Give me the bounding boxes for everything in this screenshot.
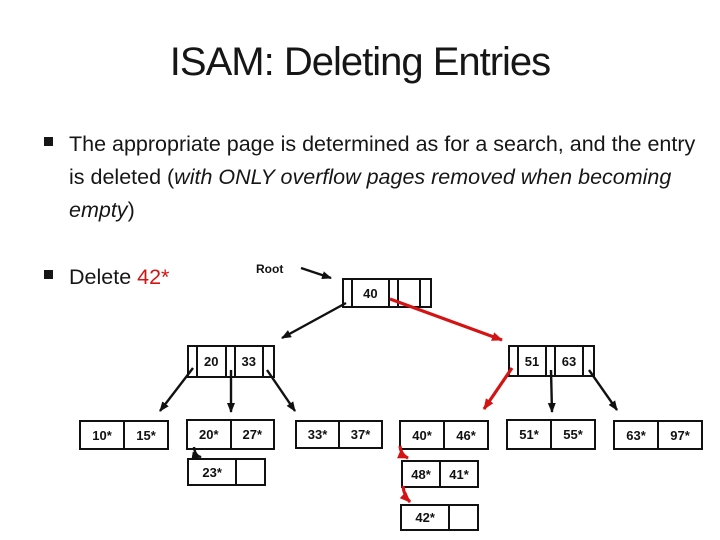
cell-41star: 41* — [449, 466, 469, 482]
leaf-33-37: 33* 37* — [295, 420, 383, 449]
root-node: 40 — [342, 278, 432, 308]
cell-15star: 15* — [136, 427, 156, 443]
cell-40: 40 — [353, 280, 390, 306]
pointer-cell — [390, 280, 399, 306]
bullet-1-text: The appropriate page is determined as fo… — [69, 132, 696, 189]
cell-10star: 10* — [81, 422, 125, 448]
cell-23star: 23* — [189, 460, 238, 484]
cell-33star: 33* — [297, 422, 340, 447]
cell-20: 20 — [198, 347, 227, 376]
empty-cell — [237, 460, 264, 484]
overflow-48-41: 48* 41* — [401, 460, 479, 488]
pointer-cell — [421, 280, 430, 306]
cell-63star: 63* — [615, 422, 659, 448]
overflow-42: 42* — [400, 504, 479, 531]
bullet-1-italic: with ONLY overflow pages removed when be… — [69, 165, 672, 222]
cell-42star: 42* — [402, 506, 451, 529]
cell-48star: 48* — [403, 462, 441, 486]
leaf-63-97: 63* 97* — [613, 420, 703, 450]
hook-ovf48-to-overflow-42 — [399, 485, 412, 504]
root-label: Root — [256, 262, 284, 276]
pointer-cell — [547, 347, 556, 375]
bullet-2-text: Delete — [69, 265, 138, 289]
root-label-arrow — [300, 266, 332, 280]
bullet-2: Delete 42* — [69, 261, 169, 294]
pointer-cell — [510, 347, 519, 375]
cell-40star: 40* — [401, 422, 445, 448]
bullet-1: The appropriate page is determined as fo… — [69, 128, 709, 227]
cell-63: 63 — [556, 347, 584, 375]
empty-cell — [399, 280, 421, 306]
cell-46star: 46* — [456, 427, 476, 443]
cell-33: 33 — [236, 347, 264, 376]
cell-51: 51 — [519, 347, 547, 375]
empty-cell — [450, 506, 477, 529]
bullet-1-close: ) — [127, 198, 135, 222]
leaf-10-15: 10* 15* — [79, 420, 169, 450]
cell-20star: 20* — [188, 421, 232, 448]
bullet-square-icon — [44, 270, 53, 279]
pointer-cell — [584, 347, 593, 375]
pointer-cell — [227, 347, 236, 376]
pointer-cell — [344, 280, 353, 306]
cell-51star: 51* — [508, 421, 552, 448]
cell-37star: 37* — [350, 427, 371, 442]
pointer-cell — [189, 347, 198, 376]
leaf-51-55: 51* 55* — [506, 419, 596, 450]
cell-27star: 27* — [242, 427, 263, 442]
arrow-root-to-node-20-33 — [281, 301, 347, 340]
cell-55star: 55* — [563, 427, 583, 442]
leaf-40-46: 40* 46* — [399, 420, 489, 450]
pointer-cell — [264, 347, 273, 376]
bullet-square-icon — [44, 137, 53, 146]
slide-title: ISAM: Deleting Entries — [169, 40, 551, 84]
overflow-23: 23* — [187, 458, 266, 486]
index-node-51-63: 51 63 — [508, 345, 595, 377]
delete-key-highlight: 42* — [137, 265, 170, 289]
leaf-20-27: 20* 27* — [186, 419, 275, 450]
cell-97star: 97* — [670, 427, 690, 443]
